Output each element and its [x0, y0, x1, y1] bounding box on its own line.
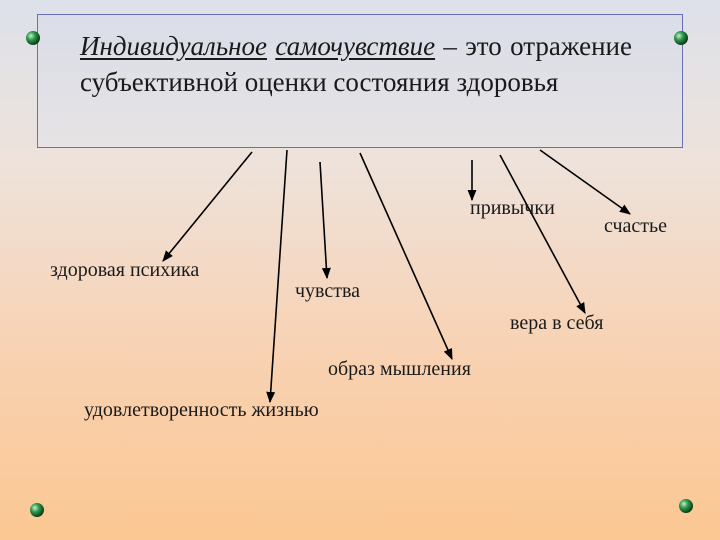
term-word-1: Индивидуальное [80, 31, 267, 61]
node-self-confidence: вера в себя [510, 312, 604, 334]
node-way-of-thinking: образ мышления [328, 358, 471, 380]
green-sphere-bullet-icon [679, 499, 693, 513]
arrow-to-happiness [539, 149, 631, 215]
arrow-to-way-of-thinking [359, 152, 453, 361]
node-mental-health: здоровая психика [50, 259, 200, 281]
node-habits: привычки [470, 197, 555, 219]
arrow-to-feelings [319, 161, 331, 280]
node-life-satisfaction: удовлетворенность жизнью [84, 399, 319, 421]
definition-text: Индивидуальное самочувствие – это отраже… [80, 28, 632, 100]
arrow-to-self-confidence [499, 154, 586, 314]
arrow-to-life-satisfaction [266, 149, 288, 404]
green-sphere-bullet-icon [674, 31, 688, 45]
arrow-to-mental-health [162, 151, 253, 262]
term-word-2: самочувствие [275, 31, 436, 61]
node-happiness: счастье [604, 215, 668, 237]
node-feelings: чувства [295, 280, 361, 302]
green-sphere-bullet-icon [26, 31, 40, 45]
definition-box [37, 14, 683, 148]
green-sphere-bullet-icon [30, 503, 44, 517]
definition-rest: – это отражение субъективной оценки сост… [80, 31, 632, 97]
